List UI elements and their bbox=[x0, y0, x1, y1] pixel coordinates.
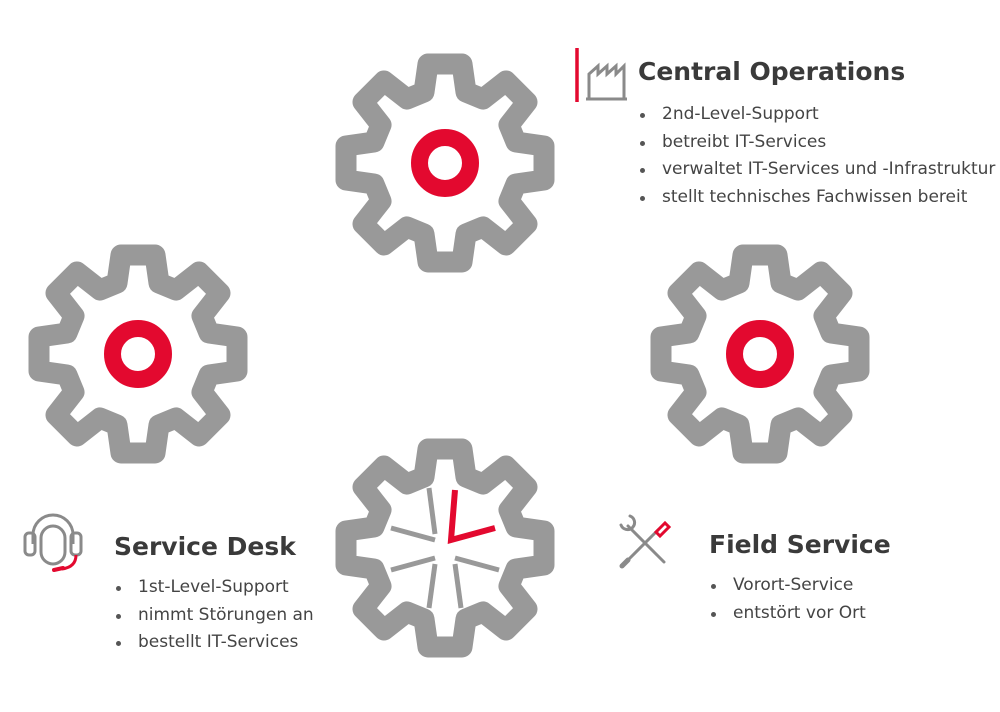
field-service-block: Field Service Vorort-Service entstört vo… bbox=[709, 532, 891, 627]
list-item: 1st-Level-Support bbox=[114, 574, 314, 602]
gear-top bbox=[346, 64, 544, 262]
gear-bottom bbox=[346, 449, 544, 647]
clock-icon bbox=[390, 487, 500, 609]
list-item: betreibt IT-Services bbox=[638, 129, 995, 157]
list-item: stellt technisches Fachwissen bereit bbox=[638, 184, 995, 212]
central-operations-list: 2nd-Level-Support betreibt IT-Services v… bbox=[638, 101, 995, 211]
list-item: Vorort-Service bbox=[709, 572, 891, 600]
gear-right bbox=[661, 255, 859, 453]
ring-icon bbox=[726, 320, 794, 388]
central-operations-title: Central Operations bbox=[638, 57, 906, 86]
service-desk-list: 1st-Level-Support nimmt Störungen an bes… bbox=[114, 574, 314, 657]
service-desk-block: Service Desk 1st-Level-Support nimmt Stö… bbox=[114, 534, 314, 657]
list-item: bestellt IT-Services bbox=[114, 629, 314, 657]
ring-icon bbox=[411, 129, 479, 197]
list-item: verwaltet IT-Services und -Infrastruktur bbox=[638, 156, 995, 184]
list-item: 2nd-Level-Support bbox=[638, 101, 995, 129]
list-item: entstört vor Ort bbox=[709, 600, 891, 628]
tools-icon bbox=[619, 514, 672, 569]
list-item: nimmt Störungen an bbox=[114, 602, 314, 630]
factory-icon bbox=[586, 62, 627, 101]
central-operations-block: Central Operations 2nd-Level-Support bet… bbox=[638, 59, 995, 211]
service-desk-title: Service Desk bbox=[114, 532, 296, 561]
ring-icon bbox=[104, 320, 172, 388]
field-service-list: Vorort-Service entstört vor Ort bbox=[709, 572, 891, 627]
field-service-title: Field Service bbox=[709, 530, 891, 559]
gear-left bbox=[39, 255, 237, 453]
headset-icon bbox=[23, 513, 83, 572]
